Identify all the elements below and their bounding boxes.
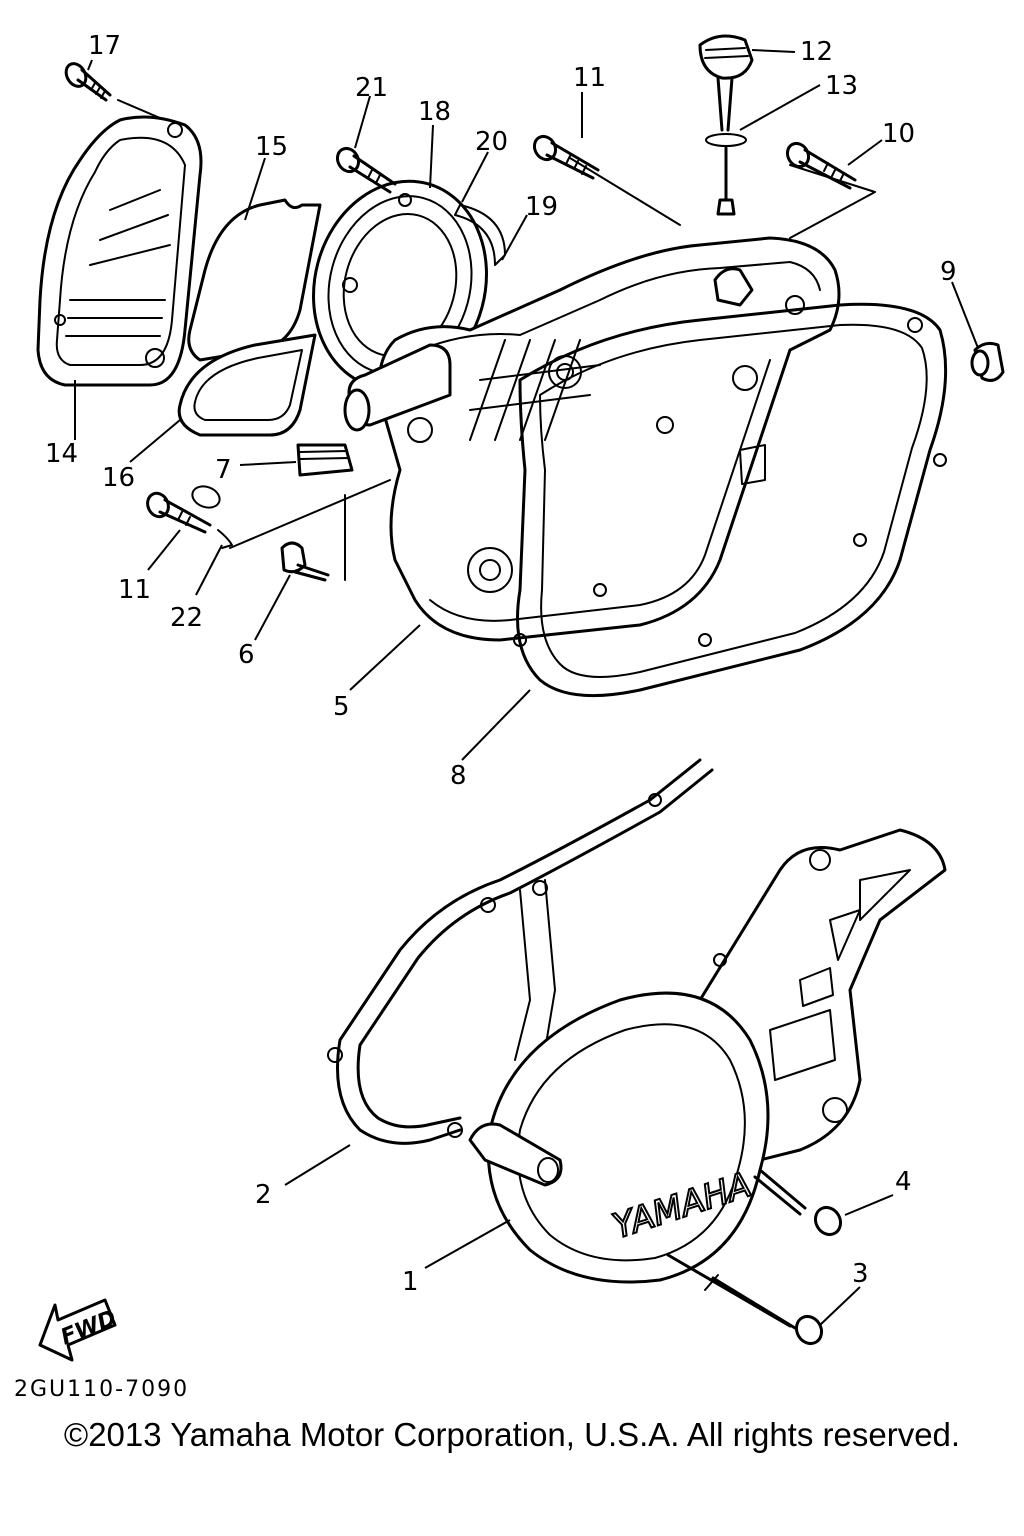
callout-17: 17 <box>88 31 121 61</box>
callout-11-upper: 11 <box>573 63 606 93</box>
part-9-damper <box>970 341 1005 382</box>
callout-labels: 17 21 18 20 19 11 12 13 10 9 15 14 16 7 … <box>45 31 957 1297</box>
callout-9: 9 <box>940 257 957 287</box>
part-14-side-cover <box>36 115 203 387</box>
copyright-notice: ©2013 Yamaha Motor Corporation, U.S.A. A… <box>63 1416 961 1453</box>
callout-18: 18 <box>418 97 451 127</box>
part-6-drain-bolt <box>280 541 330 582</box>
part-21-bolt <box>335 146 397 194</box>
callout-3: 3 <box>852 1259 869 1289</box>
callout-4: 4 <box>895 1167 912 1197</box>
part-11-bolt-lower <box>146 491 212 534</box>
callout-2: 2 <box>255 1180 272 1210</box>
part-7-filter-block <box>296 443 354 477</box>
part-4-screw <box>753 1168 843 1237</box>
callout-1: 1 <box>402 1267 419 1297</box>
part-22-clip <box>191 485 233 549</box>
part-10-bolt <box>785 141 857 190</box>
part-8-gasket <box>513 302 948 698</box>
callout-6: 6 <box>238 640 255 670</box>
part-20-seal <box>454 204 506 266</box>
part-1-generator-cover: YAMAHA <box>468 828 947 1284</box>
callout-21: 21 <box>355 73 388 103</box>
callout-14: 14 <box>45 439 78 469</box>
callout-20: 20 <box>475 127 508 157</box>
leader-lines <box>74 49 979 1326</box>
part-17-bolt <box>64 62 112 102</box>
fwd-arrow-icon: FWD <box>38 1298 120 1362</box>
part-code: 2GU110-7090 <box>14 1377 189 1402</box>
callout-15: 15 <box>255 132 288 162</box>
part-11-bolt-upper <box>532 134 600 180</box>
part-2-gasket <box>327 758 714 1145</box>
callout-13: 13 <box>825 71 858 101</box>
part-12-dipstick-cap <box>698 34 754 216</box>
callout-16: 16 <box>102 463 135 493</box>
part-16-gasket <box>177 333 317 437</box>
callout-11-lower: 11 <box>118 575 151 605</box>
callout-12: 12 <box>800 37 833 67</box>
callout-19: 19 <box>525 192 558 222</box>
callout-8: 8 <box>450 761 467 791</box>
callout-22: 22 <box>170 603 203 633</box>
callout-7: 7 <box>215 455 232 485</box>
callout-5: 5 <box>333 692 350 722</box>
callout-10: 10 <box>882 119 915 149</box>
part-3-bolt <box>666 1253 824 1346</box>
